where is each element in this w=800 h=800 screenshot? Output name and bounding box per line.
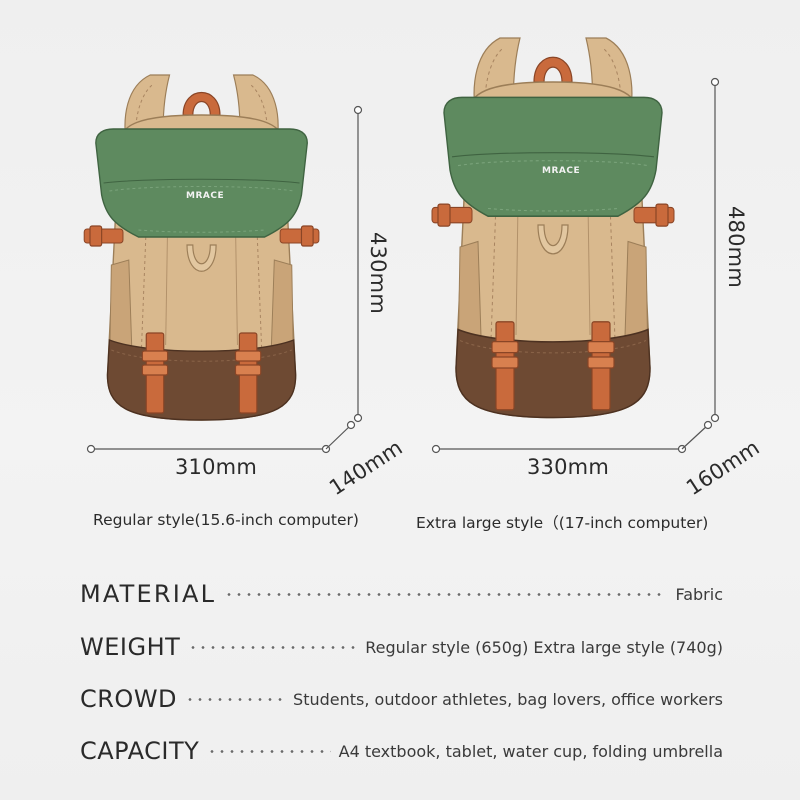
spec-label: CROWD (80, 685, 178, 713)
width-label-extra-large: 330mm (527, 455, 609, 479)
brand-label-regular: MRACE (186, 191, 225, 201)
spec-row-weight: WEIGHT Regular style (650g) Extra large … (80, 630, 723, 664)
dotted-leader (207, 749, 331, 753)
dimension-lines-regular (86, 105, 363, 454)
spec-label: MATERIAL (80, 580, 217, 608)
brand-label-extra-large: MRACE (542, 166, 581, 176)
height-label-extra-large: 480mm (724, 206, 748, 288)
spec-value: Students, outdoor athletes, bag lovers, … (293, 689, 723, 709)
spec-label: WEIGHT (80, 633, 181, 661)
spec-label: CAPACITY (80, 737, 200, 765)
backpack-regular (83, 74, 320, 421)
spec-row-material: MATERIAL Fabric (80, 577, 723, 611)
spec-row-capacity: CAPACITY A4 textbook, tablet, water cup,… (80, 734, 723, 768)
dotted-leader (188, 645, 358, 649)
spec-value: Regular style (650g) Extra large style (… (365, 637, 723, 657)
spec-value: Fabric (675, 584, 723, 604)
dotted-leader (224, 592, 668, 596)
dotted-leader (185, 697, 286, 701)
width-label-regular: 310mm (175, 455, 257, 479)
height-label-regular: 430mm (366, 232, 390, 314)
spec-row-crowd: CROWD Students, outdoor athletes, bag lo… (80, 682, 723, 716)
caption-extra-large: Extra large style（(17-inch computer) (416, 514, 709, 532)
spec-value: A4 textbook, tablet, water cup, folding … (338, 741, 723, 761)
dimension-lines-extra-large (431, 77, 720, 454)
caption-regular: Regular style(15.6-inch computer) (93, 511, 359, 529)
backpack-extra-large (431, 37, 675, 419)
